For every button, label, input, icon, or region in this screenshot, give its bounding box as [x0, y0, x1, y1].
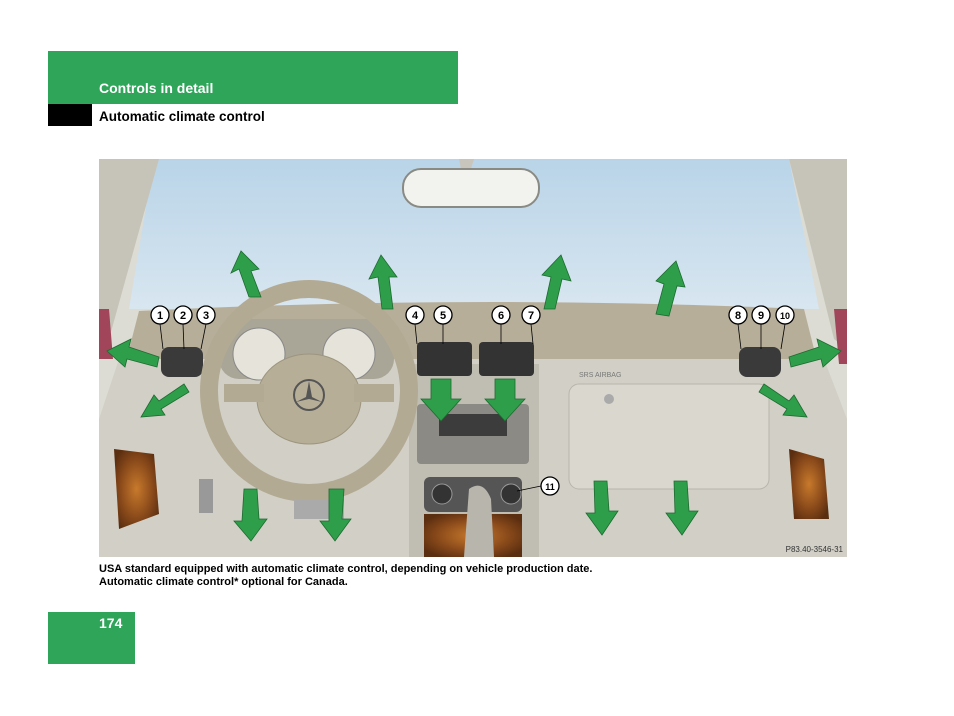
airflow-arrow — [665, 480, 699, 536]
caption-line-1: USA standard equipped with automatic cli… — [99, 563, 593, 575]
callout-4: 4 — [405, 305, 425, 325]
page-number: 174 — [99, 615, 123, 631]
callout-6: 6 — [491, 305, 511, 325]
airflow-arrow — [484, 378, 526, 422]
glovebox — [568, 383, 770, 490]
subsection-title: Automatic climate control — [99, 109, 265, 124]
svg-text:11: 11 — [545, 482, 555, 492]
airbag-label: SRS AIRBAG — [579, 372, 621, 379]
airflow-arrow — [319, 488, 352, 542]
svg-text:3: 3 — [203, 310, 209, 322]
callout-10: 10 — [775, 305, 795, 325]
right-side-vent — [739, 347, 781, 377]
steering-wheel — [200, 280, 418, 502]
svg-text:2: 2 — [180, 310, 186, 322]
airflow-arrow — [140, 383, 190, 418]
airflow-arrow — [758, 383, 808, 418]
airflow-arrow — [585, 480, 619, 536]
svg-text:10: 10 — [780, 311, 790, 321]
left-a-pillar — [99, 159, 159, 349]
svg-text:7: 7 — [528, 310, 534, 322]
svg-text:4: 4 — [412, 310, 419, 322]
right-a-pillar — [789, 159, 847, 349]
dashboard-illustration: SRS AIRBAG — [99, 159, 847, 557]
rearview-mirror — [402, 168, 540, 208]
callout-11: 11 — [540, 476, 560, 496]
left-side-vent — [161, 347, 203, 377]
svg-text:1: 1 — [157, 310, 163, 322]
airflow-arrow — [788, 338, 842, 368]
right-door-trim — [789, 449, 829, 519]
airflow-arrow — [541, 254, 572, 310]
airflow-arrow — [233, 488, 268, 542]
center-vent-right — [479, 342, 534, 376]
callout-9: 9 — [751, 305, 771, 325]
callout-markers: 1 2 3 4 5 6 7 8 9 10 11 — [150, 305, 795, 496]
airflow-arrow — [655, 260, 686, 317]
section-marker — [48, 104, 92, 126]
callout-2: 2 — [173, 305, 193, 325]
callout-8: 8 — [728, 305, 748, 325]
mercedes-star-icon — [293, 379, 325, 411]
callout-7: 7 — [521, 305, 541, 325]
svg-text:9: 9 — [758, 310, 764, 322]
airflow-arrow — [368, 254, 398, 310]
center-vent-left — [417, 342, 472, 376]
figure-caption: USA standard equipped with automatic cli… — [99, 563, 592, 589]
callout-3: 3 — [196, 305, 216, 325]
callout-1: 1 — [150, 305, 170, 325]
svg-text:6: 6 — [498, 310, 504, 322]
callout-5: 5 — [433, 305, 453, 325]
caption-line-2: Automatic climate control* optional for … — [99, 576, 348, 588]
svg-text:5: 5 — [440, 310, 446, 322]
section-title: Controls in detail — [99, 80, 214, 96]
figure-reference: P83.40-3546-31 — [785, 545, 843, 554]
airflow-arrows — [106, 250, 842, 542]
left-door-trim — [114, 449, 159, 529]
section-header-band — [48, 51, 458, 104]
airflow-arrow — [230, 250, 262, 298]
airflow-arrow — [420, 378, 462, 422]
airflow-arrow — [106, 338, 160, 368]
page-number-box — [48, 612, 135, 664]
svg-text:8: 8 — [735, 310, 741, 322]
